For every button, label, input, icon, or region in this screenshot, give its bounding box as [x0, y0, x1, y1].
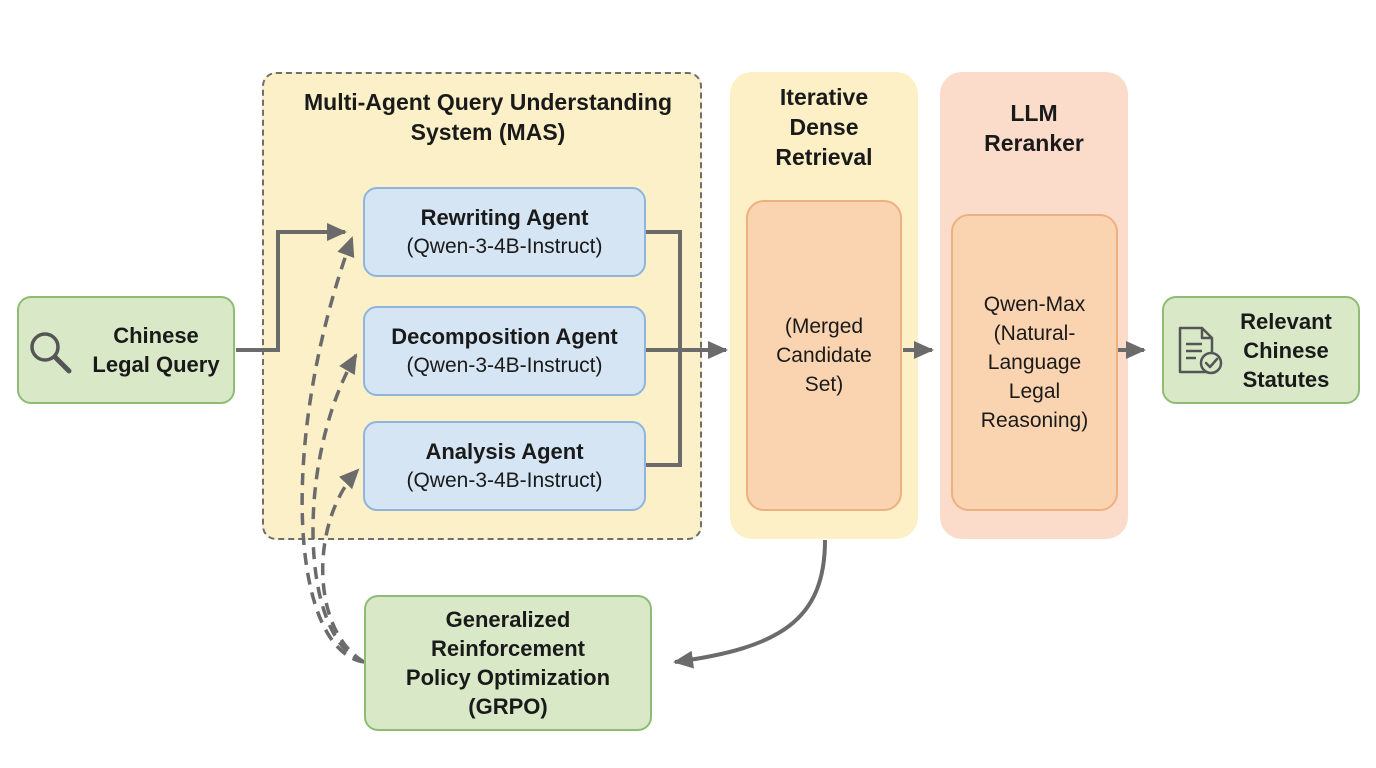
dashed-grpo-to-rewriting [300, 236, 365, 664]
analysis-agent-model: (Qwen-3-4B-Instruct) [406, 469, 603, 492]
search-icon [30, 332, 72, 374]
document-check-icon [1178, 326, 1223, 375]
input-query-label: Chinese Legal Query [92, 323, 220, 377]
retrieval-title: Iterative Dense Retrieval [775, 84, 873, 170]
dashed-grpo-to-analysis [321, 468, 365, 664]
analysis-agent-name: Analysis Agent [425, 439, 584, 464]
input-query-box: Chinese Legal Query [17, 296, 235, 404]
analysis-agent-box: Analysis Agent (Qwen-3-4B-Instruct) [363, 421, 646, 511]
decomposition-agent-name: Decomposition Agent [391, 324, 618, 349]
decomposition-agent-model: (Qwen-3-4B-Instruct) [406, 354, 603, 377]
merged-candidate-label: (Merged Candidate Set) [776, 315, 872, 396]
rewriting-agent-box: Rewriting Agent (Qwen-3-4B-Instruct) [363, 187, 646, 277]
output-statutes-label: Relevant Chinese Statutes [1240, 308, 1332, 392]
dashed-grpo-to-decomposition [311, 353, 365, 664]
decomposition-agent-box: Decomposition Agent (Qwen-3-4B-Instruct) [363, 306, 646, 396]
arrow-rewriting-out [646, 230, 682, 350]
rewriting-agent-name: Rewriting Agent [420, 205, 589, 230]
rewriting-agent-model: (Qwen-3-4B-Instruct) [406, 235, 603, 258]
grpo-label: Generalized Reinforcement Policy Optimiz… [405, 607, 611, 719]
reranker-model-label: Qwen-Max (Natural- Language Legal Reason… [980, 293, 1089, 432]
grpo-box: Generalized Reinforcement Policy Optimiz… [364, 595, 652, 731]
mas-title: Multi-Agent Query Understanding System (… [304, 89, 672, 145]
arrow-input-to-rewriting [236, 223, 347, 352]
reranker-title: LLM Reranker [984, 100, 1084, 156]
reranker-model-box: Qwen-Max (Natural- Language Legal Reason… [951, 214, 1118, 511]
arrow-retrieval-to-grpo [673, 539, 827, 669]
merged-candidate-box: (Merged Candidate Set) [746, 200, 902, 511]
arrow-analysis-out [646, 350, 682, 467]
